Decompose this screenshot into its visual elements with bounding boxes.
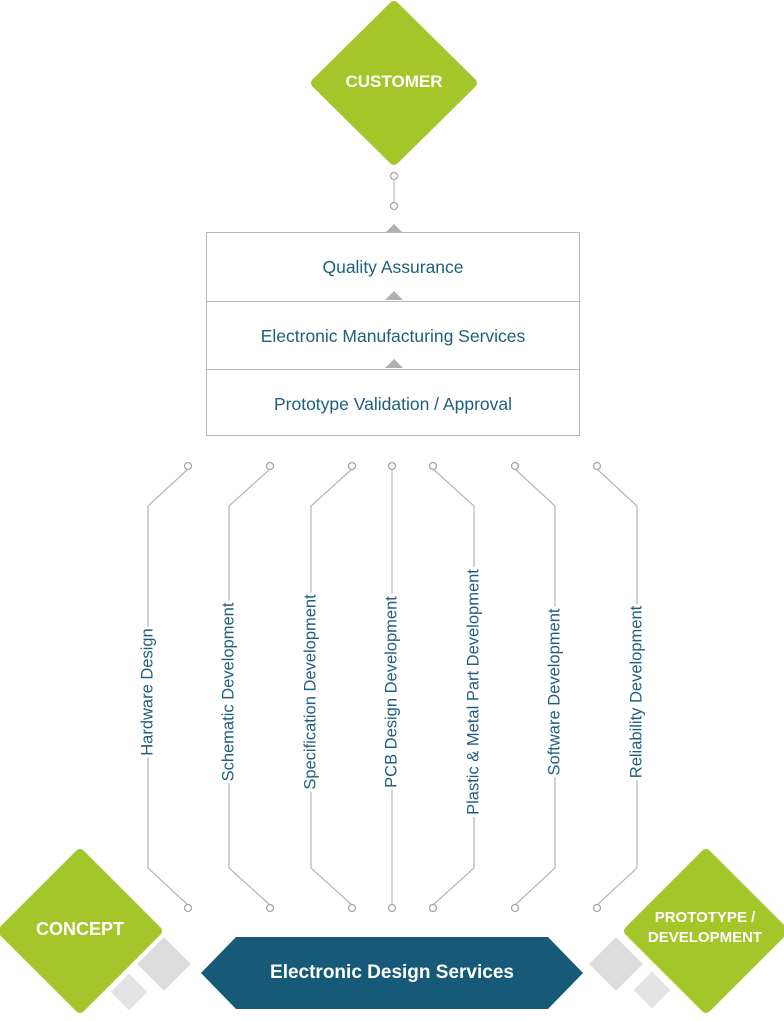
- connector-dot: [428, 903, 438, 913]
- prototype-diamond: [624, 849, 784, 1013]
- service-label-pcb: PCB Design Development: [382, 594, 402, 790]
- customer-label: CUSTOMER: [345, 72, 443, 91]
- up-arrow: [385, 224, 403, 233]
- connector-dot: [265, 461, 275, 471]
- connector-dot: [183, 461, 193, 471]
- up-arrow: [385, 291, 403, 300]
- prototype-label-text: PROTOTYPE / DEVELOPMENT: [647, 909, 763, 946]
- connector-dot: [510, 461, 520, 471]
- connector-dot: [428, 461, 438, 471]
- prototype-label: PROTOTYPE / DEVELOPMENT: [626, 908, 784, 948]
- connector-dot: [592, 903, 602, 913]
- service-label-schematic: Schematic Development: [219, 600, 239, 784]
- connector-dot: [389, 201, 399, 211]
- up-arrow: [385, 359, 403, 368]
- design-services-banner: [201, 937, 583, 1009]
- customer-diamond: [311, 1, 477, 165]
- stack-item-prototype-validation: Prototype Validation / Approval: [207, 369, 579, 438]
- connector-dot: [265, 903, 275, 913]
- process-stack: Quality Assurance Electronic Manufacturi…: [206, 232, 580, 436]
- concept-diamond: [0, 849, 162, 1013]
- connector-dot: [387, 461, 397, 471]
- concept-label: CONCEPT: [35, 919, 124, 939]
- connector-dot: [389, 171, 399, 181]
- service-label-specification: Specification Development: [301, 592, 321, 792]
- service-label-plastic-metal: Plastic & Metal Part Development: [464, 567, 484, 817]
- connector-dot: [347, 461, 357, 471]
- stack-item-quality-assurance: Quality Assurance: [322, 256, 464, 277]
- service-label-software: Software Development: [545, 606, 565, 778]
- connector-dot: [387, 903, 397, 913]
- stack-item-ems: Electronic Manufacturing Services: [207, 301, 579, 370]
- connector-dot: [592, 461, 602, 471]
- banner-label: Electronic Design Services: [270, 962, 514, 983]
- connector-dot: [347, 903, 357, 913]
- service-label-hardware-design: Hardware Design: [138, 626, 158, 758]
- grey-square-right-small: [633, 971, 671, 1009]
- connector-dot: [510, 903, 520, 913]
- service-label-reliability: Reliability Development: [627, 603, 647, 781]
- connector-dot: [183, 903, 193, 913]
- grey-square-left-small: [110, 973, 148, 1011]
